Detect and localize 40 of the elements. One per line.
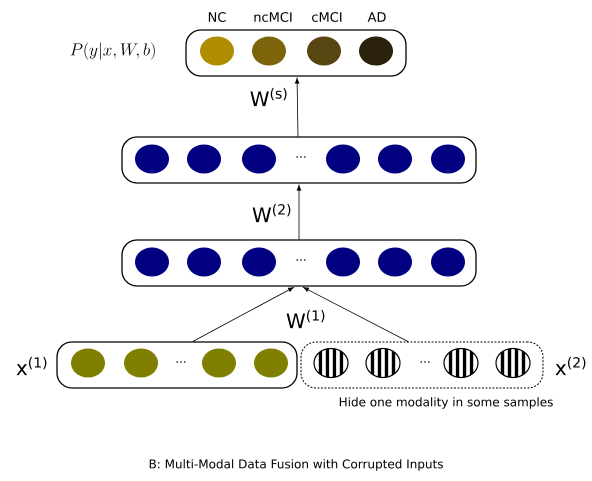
neuron-circle: [124, 348, 158, 378]
neuron-circle: [242, 248, 276, 276]
class-label: AD: [368, 12, 386, 22]
striped-circle: [313, 348, 349, 378]
neuron-circle: [187, 144, 221, 174]
striped-circle: [443, 348, 479, 378]
neuron-circle: [431, 248, 465, 276]
weight-label: W$^{(2)}$: [252, 204, 290, 222]
class-label: NC: [208, 12, 226, 22]
neuron-circle: [307, 36, 341, 66]
arrow: [296, 184, 302, 240]
class-label: cMCI: [312, 12, 342, 22]
arrow: [294, 78, 300, 137]
neuron-circle: [326, 144, 360, 174]
arrow: [192, 287, 294, 342]
neuron-circle: [378, 144, 412, 174]
neuron-circle: [431, 144, 465, 174]
neuron-circle: [242, 144, 276, 174]
arrow: [303, 287, 408, 342]
neuron-circle: [359, 36, 393, 66]
neuron-circle: [254, 348, 288, 378]
weight-label: W$^{(1)}$: [286, 310, 324, 328]
note-text: Hide one modality in some samples: [340, 397, 553, 409]
caption: B: Multi-Modal Data Fusion with Corrupted Inputs: [150, 459, 443, 471]
neuron-circle: [187, 248, 221, 276]
class-label: ncMCI: [254, 12, 292, 22]
neuron-circle: [135, 248, 169, 276]
neuron-circle: [135, 144, 169, 174]
input-label: x$^{(2)}$: [556, 356, 586, 376]
output-formula: $P(y|x,W,b)$: [70, 42, 155, 60]
neuron-circle: [252, 36, 286, 66]
neuron-circle: [326, 248, 360, 276]
striped-circle: [495, 348, 531, 378]
striped-circle: [365, 348, 401, 378]
neuron-circle: [378, 248, 412, 276]
neuron-circle: [200, 36, 234, 66]
neuron-circle: [71, 348, 105, 378]
weight-label: W$^{(s)}$: [250, 88, 287, 106]
neuron-circle: [202, 348, 236, 378]
input-label: x$^{(1)}$: [16, 356, 46, 376]
